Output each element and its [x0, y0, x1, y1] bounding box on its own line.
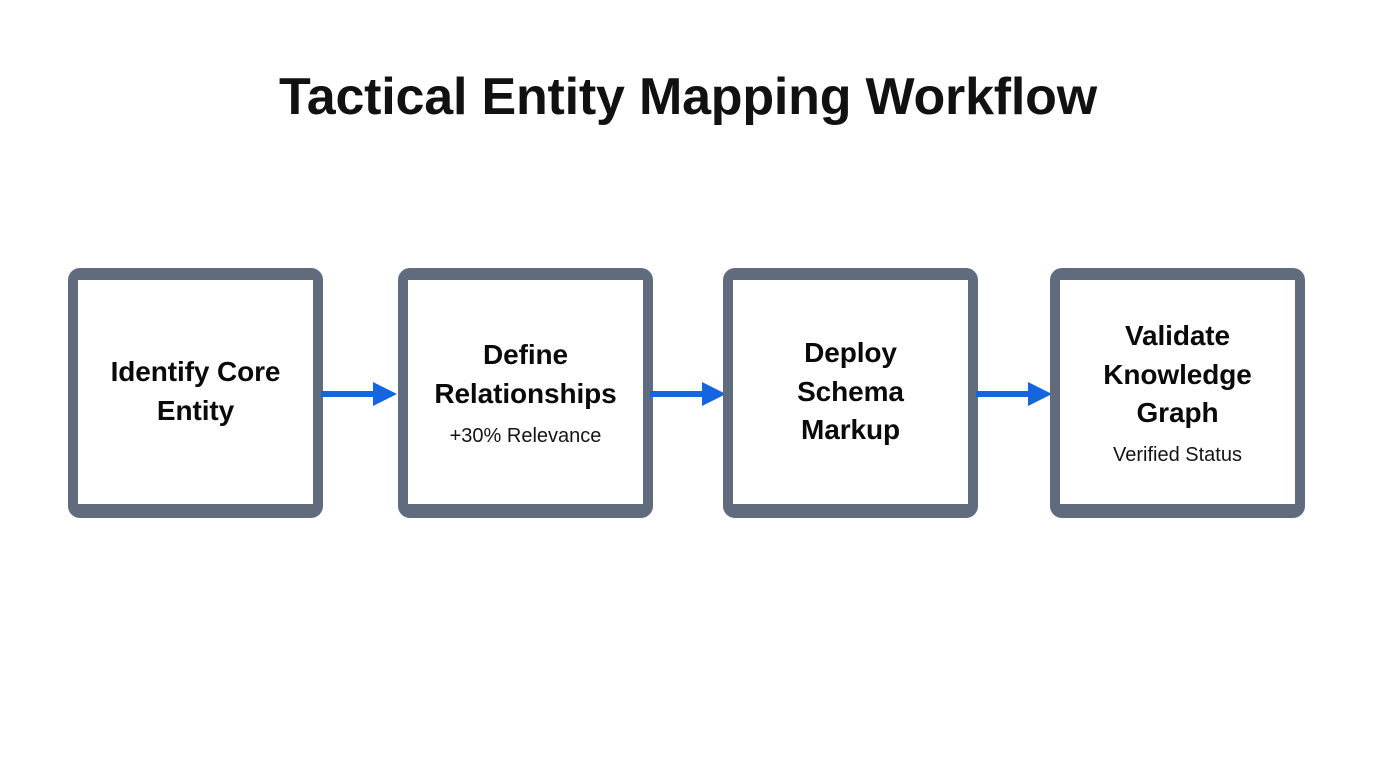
process-node-identify-core-entity[interactable]: Identify Core Entity	[68, 268, 323, 518]
process-node-validate-knowledge-graph[interactable]: Validate Knowledge Graph Verified Status	[1050, 268, 1305, 518]
connector-arrow-1	[321, 379, 399, 409]
process-node-define-relationships[interactable]: Define Relationships +30% Relevance	[398, 268, 653, 518]
node-body: Identify Core Entity	[75, 277, 316, 507]
node-title: Identify Core Entity	[110, 356, 281, 426]
node-title: Deploy Schema Markup	[797, 337, 904, 446]
node-title: Define Relationships	[434, 339, 617, 409]
page-title: Tactical Entity Mapping Workflow	[279, 68, 1097, 126]
node-body: Deploy Schema Markup	[730, 277, 971, 507]
connector-arrow-3	[976, 379, 1054, 409]
arrow-right-icon	[650, 382, 726, 406]
arrow-right-icon	[321, 382, 397, 406]
process-node-deploy-schema-markup[interactable]: Deploy Schema Markup	[723, 268, 978, 518]
arrow-right-icon	[976, 382, 1052, 406]
node-body: Define Relationships +30% Relevance	[405, 277, 646, 507]
node-body: Validate Knowledge Graph Verified Status	[1057, 277, 1298, 507]
node-subtitle: +30% Relevance	[449, 424, 602, 447]
connector-arrow-2	[650, 379, 728, 409]
process-flow-row: Identify Core Entity Define Relationship…	[68, 268, 1308, 518]
node-title: Validate Knowledge Graph	[1103, 320, 1252, 429]
node-subtitle: Verified Status	[1113, 443, 1242, 466]
